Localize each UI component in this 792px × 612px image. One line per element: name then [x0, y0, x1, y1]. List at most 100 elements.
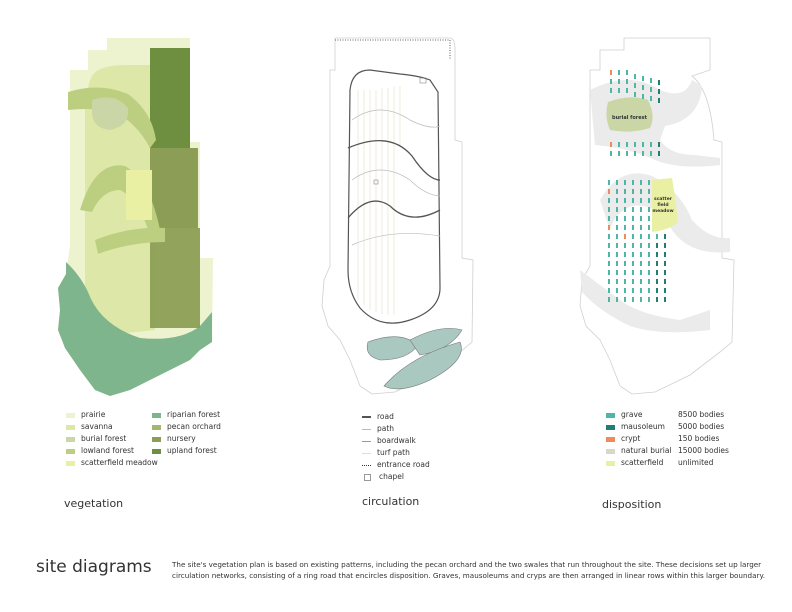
burial-mark — [632, 252, 634, 257]
burial-mark — [642, 151, 644, 156]
vegetation-legend: prairie savanna burial forest lowland fo… — [66, 410, 256, 470]
legend-label: natural burial — [621, 446, 672, 455]
burial-mark — [616, 207, 618, 212]
scatterfield-swatch — [606, 460, 615, 466]
legend-swatch — [66, 460, 75, 466]
legend-label: savanna — [81, 422, 113, 431]
burial-mark — [664, 261, 666, 266]
burial-mark — [664, 243, 666, 248]
burial-mark — [610, 79, 612, 84]
burial-mark — [664, 270, 666, 275]
burial-mark — [618, 151, 620, 156]
vegetation-swale-band — [95, 227, 165, 254]
burial-mark — [608, 270, 610, 275]
burial-mark — [656, 270, 658, 275]
burial-mark — [608, 207, 610, 212]
grave-swatch — [606, 412, 615, 418]
disposition-legend: grave 8500 bodies mausoleum 5000 bodies … — [606, 410, 776, 470]
burial-mark — [608, 279, 610, 284]
burial-mark — [640, 198, 642, 203]
burial-mark — [624, 198, 626, 203]
mausoleum-swatch — [606, 424, 615, 430]
circulation-site-outline — [321, 37, 474, 395]
burial-mark — [640, 270, 642, 275]
burial-mark — [640, 297, 642, 302]
burial-mark — [632, 261, 634, 266]
burial-mark — [624, 297, 626, 302]
burial-mark — [616, 189, 618, 194]
legend-swatch — [66, 436, 75, 442]
burial-mark — [632, 288, 634, 293]
burial-mark — [626, 88, 628, 93]
legend-label: turf path — [377, 448, 410, 457]
burial-mark — [608, 216, 610, 221]
path-line-icon — [362, 428, 371, 430]
circulation-ring-road — [347, 69, 441, 324]
burial-mark — [648, 261, 650, 266]
burial-mark — [658, 89, 660, 94]
legend-label: lowland forest — [81, 446, 134, 455]
circulation-path-1 — [351, 109, 441, 128]
burial-mark — [626, 70, 628, 75]
burial-mark — [618, 79, 620, 84]
burial-mark — [640, 189, 642, 194]
disposition-scatterfield — [652, 178, 678, 232]
legend-swatch — [66, 448, 75, 454]
burial-mark — [616, 279, 618, 284]
circulation-path-3 — [351, 233, 441, 246]
burial-mark — [632, 198, 634, 203]
burial-mark — [648, 252, 650, 257]
burial-mark — [640, 279, 642, 284]
vegetation-map — [58, 38, 213, 396]
burial-mark — [608, 243, 610, 248]
burial-mark — [632, 207, 634, 212]
disposition-burial-rows — [608, 70, 666, 302]
burial-mark — [650, 78, 652, 83]
burial-mark — [648, 243, 650, 248]
burial-mark — [624, 225, 626, 230]
burial-mark — [658, 98, 660, 103]
burial-mark — [632, 234, 634, 239]
burial-mark — [656, 261, 658, 266]
burial-mark — [616, 198, 618, 203]
chapel-marker — [419, 77, 427, 84]
legend-label: nursery — [167, 434, 196, 443]
burial-mark — [648, 225, 650, 230]
vegetation-lowland-forest — [68, 87, 156, 148]
circulation-pond-1 — [366, 336, 419, 361]
burial-forest-map-label: burial forest — [612, 115, 648, 121]
burial-mark — [632, 279, 634, 284]
burial-mark — [642, 94, 644, 99]
vegetation-burial-forest — [92, 97, 129, 130]
legend-count: 150 bodies — [678, 434, 720, 443]
legend-label: upland forest — [167, 446, 217, 455]
burial-mark — [624, 252, 626, 257]
burial-mark — [624, 261, 626, 266]
legend-label: path — [377, 424, 395, 433]
burial-mark — [648, 216, 650, 221]
burial-mark — [656, 297, 658, 302]
burial-mark — [624, 234, 626, 239]
burial-mark — [648, 198, 650, 203]
legend-label: prairie — [81, 410, 106, 419]
burial-mark — [664, 234, 666, 239]
burial-mark — [640, 180, 642, 185]
burial-mark — [640, 252, 642, 257]
boardwalk-line-icon — [362, 440, 371, 442]
burial-mark — [616, 225, 618, 230]
burial-mark — [624, 216, 626, 221]
burial-mark — [624, 279, 626, 284]
burial-mark — [658, 80, 660, 85]
burial-mark — [648, 288, 650, 293]
burial-mark — [608, 261, 610, 266]
legend-swatch — [152, 448, 161, 454]
burial-mark — [608, 234, 610, 239]
burial-mark — [656, 279, 658, 284]
burial-mark — [610, 70, 612, 75]
vegetation-riparian-forest — [58, 262, 212, 396]
legend-label: grave — [621, 410, 643, 419]
burial-mark — [618, 88, 620, 93]
burial-mark — [624, 207, 626, 212]
burial-mark — [608, 225, 610, 230]
